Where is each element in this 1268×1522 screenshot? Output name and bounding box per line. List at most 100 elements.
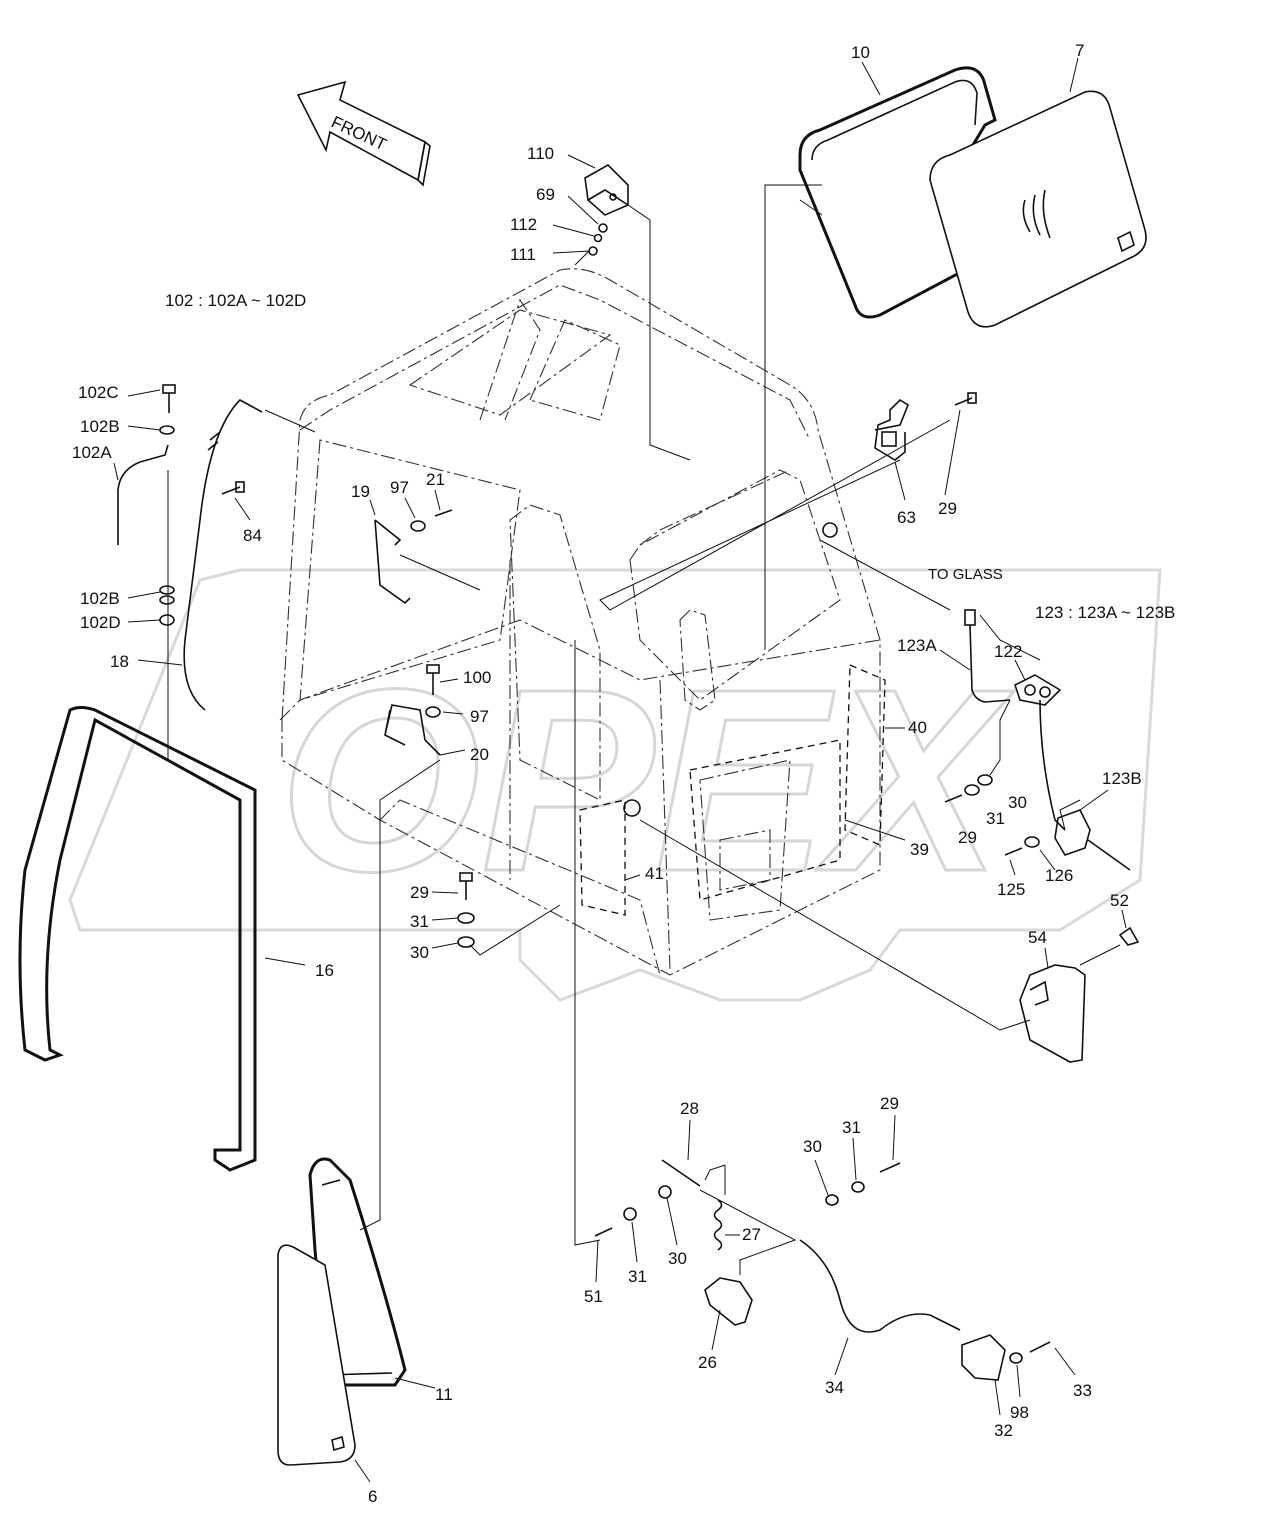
- bolt-29-low: [879, 1162, 901, 1173]
- label-123B: 123B: [1102, 769, 1142, 788]
- label-84: 84: [243, 526, 262, 545]
- glass-6: [277, 1244, 356, 1466]
- nut-111: [588, 246, 598, 256]
- washer-97-top: [410, 520, 426, 532]
- note-to-glass: TO GLASS: [928, 566, 1003, 583]
- label-52: 52: [1110, 891, 1129, 910]
- label-29-low: 29: [880, 1094, 899, 1113]
- label-32: 32: [994, 1421, 1013, 1440]
- bracket-122: [1014, 674, 1062, 706]
- washer-112: [593, 233, 603, 243]
- bolt-51: [594, 1227, 613, 1237]
- label-33: 33: [1073, 1381, 1092, 1400]
- washer-31-low: [851, 1181, 865, 1193]
- label-31-right: 31: [986, 809, 1005, 828]
- label-102A: 102A: [72, 443, 112, 462]
- label-40: 40: [908, 718, 927, 737]
- panel-40: [844, 664, 886, 846]
- label-126: 126: [1045, 866, 1073, 885]
- label-102C: 102C: [78, 383, 119, 402]
- window-seal-16: [18, 706, 257, 1172]
- washer-97-mid: [425, 706, 441, 718]
- washer-31-right: [964, 784, 980, 796]
- label-18: 18: [110, 652, 129, 671]
- handle-20: [384, 704, 441, 756]
- latch-63: [874, 398, 909, 461]
- bolt-29-top: [954, 392, 977, 406]
- label-28: 28: [680, 1099, 699, 1118]
- label-41: 41: [645, 864, 664, 883]
- bolt-102C: [162, 384, 176, 413]
- note-102-range: 102 : 102A ~ 102D: [165, 291, 306, 310]
- label-29-right: 29: [958, 828, 977, 847]
- bracket-110: [584, 164, 629, 216]
- bolt-33: [1029, 1341, 1051, 1353]
- label-97-mid: 97: [470, 707, 489, 726]
- washer-102B-1: [159, 585, 175, 595]
- handrail-18: [183, 399, 263, 711]
- bolt-125: [1004, 847, 1023, 856]
- label-122: 122: [994, 642, 1022, 661]
- label-10: 10: [851, 43, 870, 62]
- label-31-low: 31: [842, 1118, 861, 1137]
- glass-6-mark: [331, 1435, 345, 1452]
- latch-32: [961, 1334, 1006, 1381]
- clip-52: [1118, 926, 1140, 946]
- washer-30-right: [977, 774, 993, 786]
- leader-lines: [113, 57, 1127, 1483]
- label-102B-bottom: 102B: [80, 589, 120, 608]
- bolt-29-left: [459, 872, 473, 900]
- washer-30-b: [658, 1185, 672, 1199]
- label-125: 125: [997, 880, 1025, 899]
- washer-102B-top: [159, 425, 175, 435]
- label-63: 63: [897, 508, 916, 527]
- part-labels: 10 7 110 69 112 111 102C 102B 102A 102B …: [72, 41, 1142, 1506]
- note-123-range: 123 : 123A ~ 123B: [1035, 603, 1175, 622]
- washer-31-b: [623, 1207, 637, 1221]
- glass-7: [929, 90, 1147, 328]
- label-102B-top: 102B: [80, 417, 120, 436]
- wire-123B: [1039, 699, 1066, 831]
- cable-34: [799, 1239, 961, 1333]
- front-arrow: FRONT: [296, 80, 431, 187]
- label-11: 11: [435, 1385, 453, 1404]
- label-31-b: 31: [628, 1267, 647, 1286]
- label-39: 39: [910, 840, 929, 859]
- nut-102D: [159, 614, 175, 626]
- label-16: 16: [315, 961, 334, 980]
- label-30-left: 30: [410, 943, 429, 962]
- label-31-left: 31: [410, 912, 429, 931]
- bolt-29-right: [944, 794, 963, 803]
- lever-26: [704, 1277, 753, 1326]
- washer-98: [1009, 1352, 1023, 1364]
- connector-123A: [964, 609, 1011, 703]
- spring-27: [713, 1199, 723, 1251]
- switch-123B: [1054, 809, 1131, 871]
- label-29-top: 29: [938, 499, 957, 518]
- washer-30-low: [825, 1194, 839, 1206]
- label-30-b: 30: [668, 1249, 687, 1268]
- watermark-text: OPEX: [279, 636, 1015, 926]
- label-30-low: 30: [803, 1137, 822, 1156]
- label-51: 51: [584, 1287, 603, 1306]
- label-100: 100: [463, 668, 491, 687]
- panel-41: [579, 799, 626, 916]
- label-54: 54: [1028, 928, 1047, 947]
- label-123A: 123A: [897, 636, 937, 655]
- washer-30-left: [457, 936, 475, 948]
- window-seal-10: [798, 66, 997, 319]
- washer-126: [1024, 836, 1040, 848]
- washer-102B-2: [159, 595, 175, 605]
- bracket-54: [1019, 964, 1086, 1063]
- handle-19: [374, 519, 411, 605]
- label-102D: 102D: [80, 613, 121, 632]
- label-27: 27: [742, 1225, 761, 1244]
- bolt-21: [434, 509, 453, 517]
- label-21: 21: [426, 470, 445, 489]
- label-30-right: 30: [1008, 793, 1027, 812]
- label-26: 26: [698, 1353, 717, 1372]
- label-69: 69: [536, 185, 555, 204]
- bolt-84: [221, 481, 245, 495]
- bolt-100: [426, 664, 440, 695]
